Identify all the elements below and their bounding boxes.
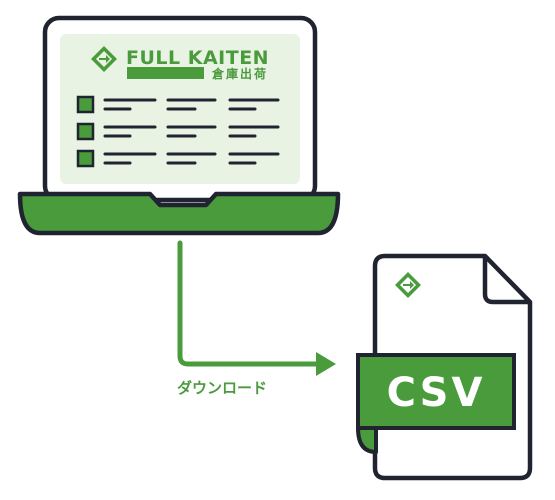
file-format-label: CSV bbox=[387, 370, 486, 416]
order-list bbox=[76, 95, 280, 168]
download-arrow-icon bbox=[177, 240, 336, 376]
file-fold bbox=[482, 256, 530, 305]
list-item bbox=[76, 95, 280, 114]
ribbon-curl bbox=[356, 426, 378, 454]
brand-name: FULL KAITEN bbox=[126, 47, 269, 69]
brand-subtitle: 倉庫出荷 bbox=[211, 66, 268, 81]
list-item bbox=[76, 122, 280, 141]
list-item bbox=[76, 149, 280, 168]
brand-underline bbox=[127, 67, 204, 79]
file-logo-icon bbox=[395, 272, 421, 298]
csv-file-icon: CSV bbox=[356, 253, 533, 481]
laptop-base bbox=[17, 191, 341, 236]
csv-banner bbox=[356, 353, 516, 430]
full-kaiten-logo-icon bbox=[91, 46, 117, 72]
download-label: ダウンロード bbox=[177, 379, 267, 397]
